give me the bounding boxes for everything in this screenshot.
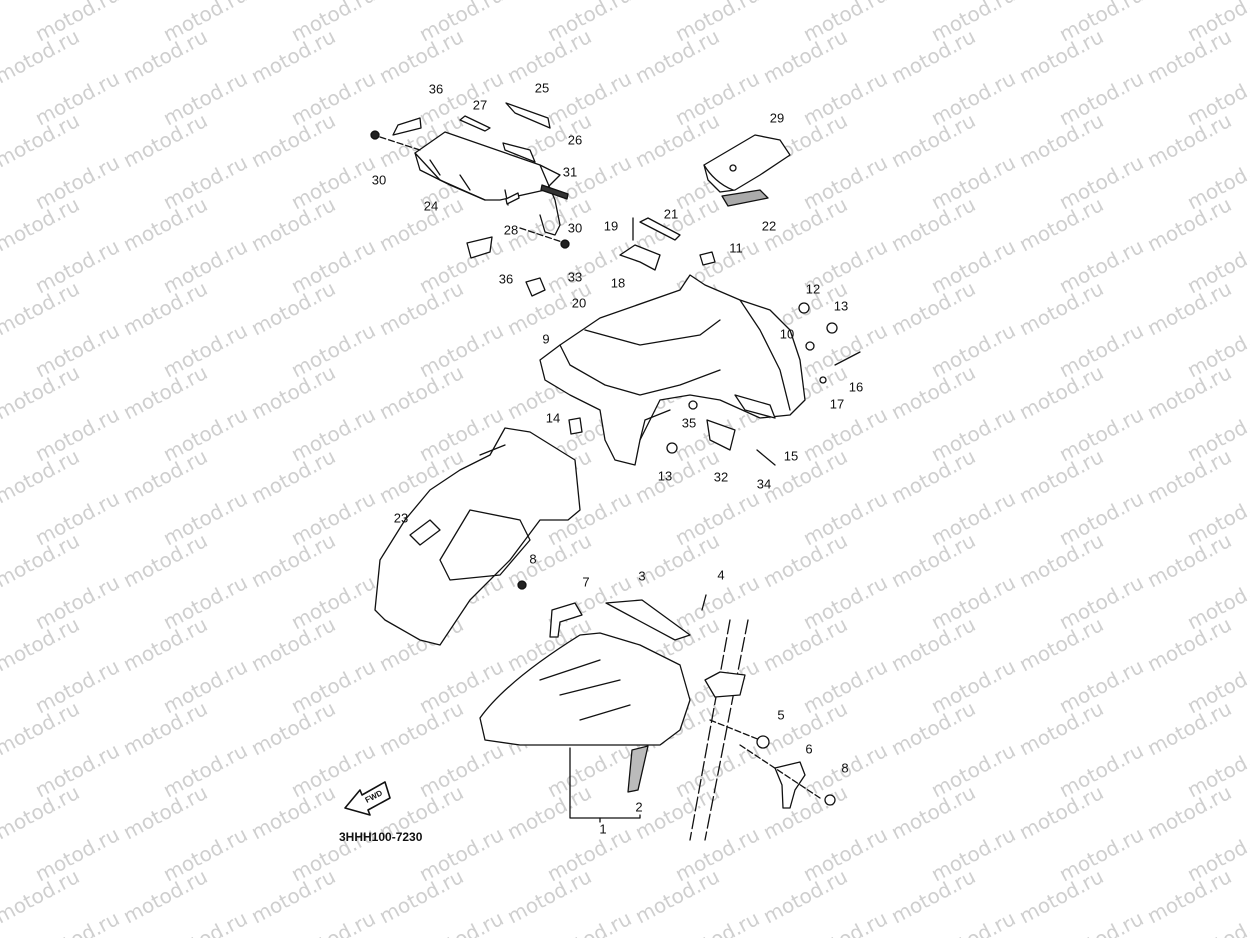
part-label-13b: 13 — [657, 468, 673, 484]
part-label-8a: 8 — [529, 551, 537, 567]
part-label-6: 6 — [805, 741, 813, 757]
part-label-28: 28 — [503, 222, 519, 238]
part-label-20: 20 — [571, 295, 587, 311]
part-label-33: 33 — [567, 269, 583, 285]
part-label-1: 1 — [599, 821, 607, 837]
cap-part-5 — [756, 735, 770, 749]
part-label-36b: 36 — [498, 271, 514, 287]
fwd-direction-arrow — [344, 781, 391, 816]
part-label-15: 15 — [783, 448, 799, 464]
nut-part-10 — [805, 341, 815, 351]
strip-part-27 — [459, 115, 491, 132]
bracket-part-7 — [549, 602, 583, 638]
part-label-25: 25 — [534, 80, 550, 96]
screw-part-34 — [756, 449, 776, 466]
part-label-30a: 30 — [371, 172, 387, 188]
part-label-32: 32 — [713, 469, 729, 485]
part-label-23: 23 — [393, 510, 409, 526]
pad-part-22 — [721, 189, 769, 207]
bracket-part-15 — [734, 394, 776, 419]
bolt-part-30-right — [560, 239, 570, 249]
part-label-29: 29 — [769, 110, 785, 126]
bracket-part-32 — [706, 419, 736, 451]
part-label-9: 9 — [542, 331, 550, 347]
part-label-4: 4 — [717, 567, 725, 583]
rear-fender-frame-part-9 — [539, 274, 806, 466]
part-label-26: 26 — [567, 132, 583, 148]
part-label-19: 19 — [603, 218, 619, 234]
part-label-27: 27 — [472, 97, 488, 113]
strap-part-21 — [639, 217, 681, 241]
part-label-14: 14 — [545, 410, 561, 426]
part-label-12: 12 — [805, 281, 821, 297]
clip-part-14 — [568, 417, 583, 435]
fork-tube — [689, 619, 749, 841]
strip-part-25 — [505, 102, 551, 129]
part-label-2: 2 — [635, 799, 643, 815]
front-fender-part-1 — [479, 632, 691, 823]
reflector-part-2 — [627, 745, 649, 793]
bracket-part-18 — [619, 244, 661, 271]
part-label-7: 7 — [582, 574, 590, 590]
part-label-21: 21 — [663, 206, 679, 222]
part-label-13a: 13 — [833, 298, 849, 314]
strip-part-26 — [502, 142, 536, 163]
part-label-24: 24 — [423, 198, 439, 214]
part-label-22: 22 — [761, 218, 777, 234]
decal-part-36-top — [392, 117, 422, 136]
bolt-part-4 — [701, 594, 707, 611]
bolt-part-30-left — [370, 130, 380, 140]
pad-part-28 — [505, 192, 520, 205]
washer-part-17 — [819, 376, 827, 384]
part-label-17: 17 — [829, 396, 845, 412]
part-label-11: 11 — [729, 240, 743, 256]
bracket-part-3 — [605, 599, 691, 641]
part-label-8b: 8 — [841, 760, 849, 776]
grommet-part-11 — [699, 251, 716, 266]
part-label-18: 18 — [610, 275, 626, 291]
washer-part-35 — [688, 400, 698, 410]
part-label-16: 16 — [848, 379, 864, 395]
part-label-5: 5 — [777, 707, 785, 723]
diagram-code: 3HHH100-7230 — [339, 830, 423, 844]
nut-part-12 — [798, 302, 810, 314]
part-label-35: 35 — [681, 415, 697, 431]
bracket-part-33 — [525, 277, 546, 297]
bolt-part-13-top — [826, 322, 838, 334]
bolt-part-13-bottom — [666, 442, 678, 454]
pad-part-31 — [540, 184, 569, 200]
part-label-36a: 36 — [428, 81, 444, 97]
bolt-part-16 — [834, 351, 861, 366]
inner-fender-part-23 — [374, 427, 581, 646]
part-label-34: 34 — [756, 476, 772, 492]
bolt-part-8-right — [824, 794, 836, 806]
part-label-10: 10 — [779, 326, 795, 342]
part-label-3: 3 — [638, 568, 646, 584]
seat-cowl-part-24 — [414, 131, 561, 236]
part-label-30b: 30 — [567, 220, 583, 236]
decal-part-36-lower — [466, 236, 493, 259]
seat-part-29 — [703, 134, 791, 207]
part-label-31: 31 — [562, 164, 578, 180]
bolt-part-8-left — [517, 580, 527, 590]
